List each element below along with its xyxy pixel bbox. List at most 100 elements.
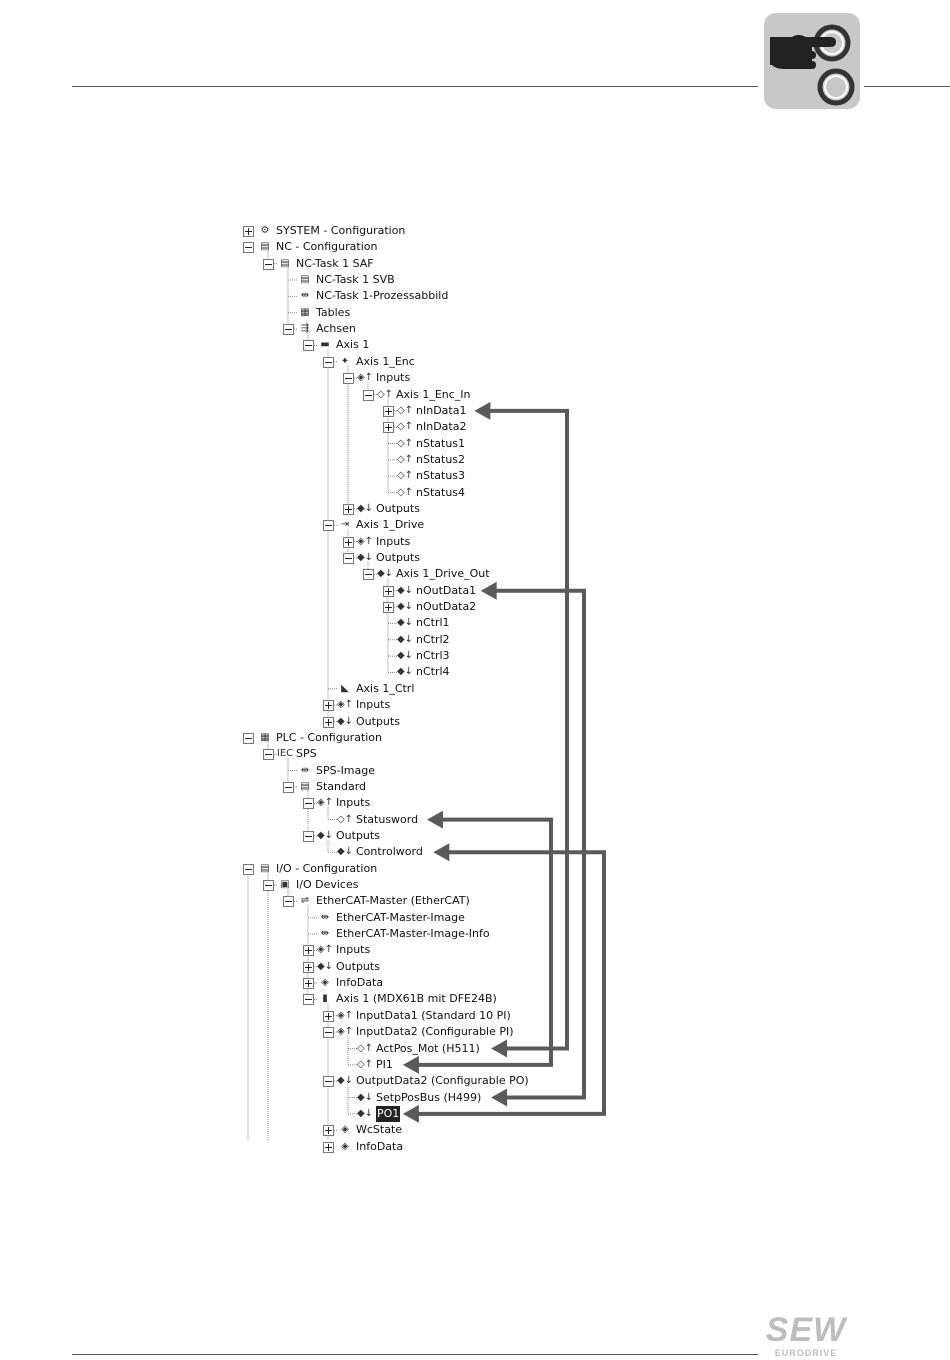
collapse-icon[interactable] <box>243 242 254 254</box>
tree-node-plc[interactable]: ▦PLC - Configuration <box>243 730 563 746</box>
tree-node-m_infodata[interactable]: ◈InfoData <box>303 975 623 991</box>
arrowhead-icon <box>474 401 491 420</box>
tree-node-nstatus1[interactable]: ◇↑nStatus1 <box>383 436 703 452</box>
tree-node-po1[interactable]: ◆↓PO1 <box>343 1105 663 1122</box>
collapse-icon[interactable] <box>263 258 274 270</box>
controller-icon: ◣ <box>341 682 349 694</box>
tree-node-m_inputs[interactable]: ◈↑Inputs <box>303 942 623 958</box>
tree-node-setpos[interactable]: ◆↓SetpPosBus (H499) <box>343 1090 663 1106</box>
tree-node-masterimg[interactable]: ⇹EtherCAT-Master-Image <box>303 910 623 926</box>
expand-icon[interactable] <box>323 716 334 728</box>
tree-node-inputdata1[interactable]: ◈↑InputData1 (Standard 10 PI) <box>323 1008 643 1024</box>
expand-icon[interactable] <box>383 422 394 434</box>
tree-node-actpos[interactable]: ◇↑ActPos_Mot (H511) <box>343 1041 663 1057</box>
tree-node-drive_outputs[interactable]: ◆↓Outputs <box>343 550 663 566</box>
tree-node-noutdata2[interactable]: ◆↓nOutData2 <box>383 599 703 615</box>
tree-node-wcstate[interactable]: ◈WcState <box>323 1122 643 1138</box>
tree-node-enc[interactable]: ✦Axis 1_Enc <box>323 354 643 370</box>
collapse-icon[interactable] <box>243 732 254 744</box>
tree-node-drive_out[interactable]: ◆↓Axis 1_Drive_Out <box>363 566 683 582</box>
tree-node-prozess[interactable]: ⇹NC-Task 1-Prozessabbild <box>283 288 603 304</box>
tree-node-enc_inputs[interactable]: ◈↑Inputs <box>343 370 663 386</box>
tree-node-statusword[interactable]: ◇↑Statusword <box>323 812 643 828</box>
collapse-icon[interactable] <box>323 1076 334 1088</box>
collapse-icon[interactable] <box>283 324 294 336</box>
tree-node-axis_inputs[interactable]: ◈↑Inputs <box>323 697 643 713</box>
collapse-icon[interactable] <box>283 781 294 793</box>
tree-node-nc[interactable]: ▤NC - Configuration <box>243 239 563 255</box>
expand-icon[interactable] <box>383 602 394 614</box>
expand-icon[interactable] <box>243 226 254 237</box>
expand-icon[interactable] <box>323 1125 334 1137</box>
expand-icon[interactable] <box>303 961 314 973</box>
tree-node-infodata[interactable]: ◈InfoData <box>323 1139 643 1155</box>
expand-icon[interactable] <box>323 700 334 712</box>
tree-node-drive_inputs[interactable]: ◈↑Inputs <box>343 534 663 550</box>
tree-node-label: Inputs <box>336 796 371 810</box>
collapse-icon[interactable] <box>303 340 314 352</box>
expand-icon[interactable] <box>323 1010 334 1022</box>
collapse-icon[interactable] <box>323 356 334 368</box>
input-var-icon: ◇↑ <box>396 486 414 498</box>
tree-node-nstatus2[interactable]: ◇↑nStatus2 <box>383 452 703 468</box>
collapse-icon[interactable] <box>283 896 294 908</box>
expand-icon[interactable] <box>303 945 314 957</box>
tree-node-nindata1[interactable]: ◇↑nInData1 <box>383 403 703 419</box>
collapse-icon[interactable] <box>263 749 274 761</box>
collapse-icon[interactable] <box>303 994 314 1006</box>
tree-node-standard[interactable]: ▤Standard <box>283 779 603 795</box>
tree-node-nctrl4[interactable]: ◆↓nCtrl4 <box>383 664 703 680</box>
expand-icon[interactable] <box>323 1141 334 1153</box>
tree-node-plc_inputs[interactable]: ◈↑Inputs <box>303 795 623 811</box>
collapse-icon[interactable] <box>303 798 314 810</box>
collapse-icon[interactable] <box>323 1027 334 1039</box>
tree-node-noutdata1[interactable]: ◆↓nOutData1 <box>383 583 703 599</box>
tree-node-nstatus4[interactable]: ◇↑nStatus4 <box>383 485 703 501</box>
collapse-icon[interactable] <box>263 880 274 891</box>
tree-node-system[interactable]: ⚙SYSTEM - Configuration <box>243 223 563 239</box>
tree-node-masterimginfo[interactable]: ⇹EtherCAT-Master-Image-Info <box>303 926 623 942</box>
tree-node-outputdata2[interactable]: ◆↓OutputData2 (Configurable PO) <box>323 1073 643 1089</box>
tree-node-pi1[interactable]: ◇↑PI1 <box>343 1057 663 1073</box>
collapse-icon[interactable] <box>363 569 374 581</box>
tree-node-enc_in[interactable]: ◇↑Axis 1_Enc_In <box>363 387 683 403</box>
tree-node-nctask[interactable]: ▤NC-Task 1 SAF <box>263 256 583 272</box>
expand-icon[interactable] <box>303 978 314 990</box>
expand-icon[interactable] <box>383 585 394 597</box>
collapse-icon[interactable] <box>343 373 354 385</box>
tree-node-nctrl2[interactable]: ◆↓nCtrl2 <box>383 632 703 648</box>
tree-node-tables[interactable]: ▦Tables <box>283 305 603 321</box>
tree-node-drive[interactable]: ⇥Axis 1_Drive <box>323 517 643 533</box>
tree-node-nctrl1[interactable]: ◆↓nCtrl1 <box>383 615 703 631</box>
expand-icon[interactable] <box>343 536 354 548</box>
tree-node-nctrl3[interactable]: ◆↓nCtrl3 <box>383 648 703 664</box>
expand-icon[interactable] <box>343 503 354 515</box>
tree-node-axis_outputs[interactable]: ◆↓Outputs <box>323 714 643 730</box>
tree-node-spsimage[interactable]: ⇹SPS-Image <box>283 763 603 779</box>
tree-node-enc_outputs[interactable]: ◆↓Outputs <box>343 501 663 517</box>
expand-icon[interactable] <box>383 405 394 417</box>
outputs-icon: ◆↓ <box>336 715 354 727</box>
tree-node-label: InfoData <box>336 976 384 990</box>
collapse-icon[interactable] <box>363 389 374 401</box>
collapse-icon[interactable] <box>243 863 254 875</box>
tree-node-inputdata2[interactable]: ◈↑InputData2 (Configurable PI) <box>323 1024 643 1040</box>
tree-node-m_outputs[interactable]: ◆↓Outputs <box>303 959 623 975</box>
tree-node-axis1[interactable]: ▬Axis 1 <box>303 337 623 353</box>
tree-node-plc_outputs[interactable]: ◆↓Outputs <box>303 828 623 844</box>
tree-node-svb[interactable]: ▤NC-Task 1 SVB <box>283 272 603 288</box>
tree-node-controlword[interactable]: ◆↓Controlword <box>323 844 643 860</box>
tree-node-io[interactable]: ▤I/O - Configuration <box>243 861 563 877</box>
tree-node-label: OutputData2 (Configurable PO) <box>356 1074 529 1088</box>
tree-node-iodevices[interactable]: ▣I/O Devices <box>263 877 583 893</box>
collapse-icon[interactable] <box>303 830 314 842</box>
collapse-icon[interactable] <box>323 520 334 532</box>
tree-node-mdx[interactable]: ▮Axis 1 (MDX61B mit DFE24B) <box>303 991 623 1007</box>
tree-node-achsen[interactable]: ⇶Achsen <box>283 321 603 337</box>
tree-node-master[interactable]: ⇌EtherCAT-Master (EtherCAT) <box>283 893 603 909</box>
collapse-icon[interactable] <box>343 553 354 564</box>
tree-node-nstatus3[interactable]: ◇↑nStatus3 <box>383 468 703 484</box>
tree-node-nindata2[interactable]: ◇↑nInData2 <box>383 419 703 435</box>
tree-node-ctrl[interactable]: ◣Axis 1_Ctrl <box>323 681 643 697</box>
